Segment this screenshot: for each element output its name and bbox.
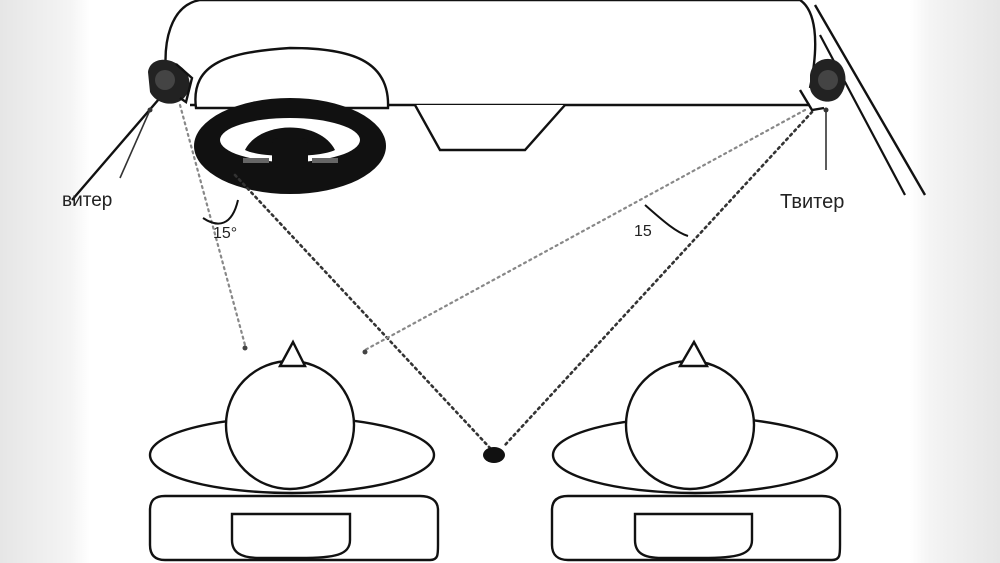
- left-leader-dot: [147, 107, 153, 113]
- left-tweeter-line-to-left-seat: [178, 103, 247, 347]
- left-tweeter-line-to-focus: [233, 173, 492, 450]
- right-leader-dot: [823, 107, 829, 113]
- right-tweeter-line-to-focus: [503, 110, 814, 447]
- right-listener-person-head-icon: [550, 339, 842, 562]
- right-tweeter-line-to-left-seat: [363, 108, 807, 352]
- right-angle-arc: [644, 204, 689, 237]
- focus-point-dot-icon: [483, 447, 505, 463]
- left-aim-point: [242, 345, 248, 351]
- instrument-cluster-hood: [194, 46, 390, 110]
- right-a-pillar-inner: [819, 34, 906, 196]
- center-console: [413, 104, 566, 152]
- left-angle-arc: [202, 199, 239, 225]
- left-tweeter-label: витер: [62, 190, 112, 211]
- steering-wheel-icon: [194, 98, 386, 194]
- right-tweeter-speaker-icon: [798, 58, 846, 112]
- left-tweeter-speaker-icon: [148, 59, 194, 104]
- right-a-pillar-outer: [813, 4, 927, 196]
- dashboard-top-outline: [164, 0, 817, 89]
- right-angle-label: 15: [634, 223, 652, 240]
- left-listener-person-head-icon: [148, 339, 440, 562]
- right-aim-point: [362, 349, 368, 355]
- right-tweeter-label: Твитер: [780, 191, 844, 213]
- left-tweeter-leader: [119, 109, 151, 179]
- left-angle-label: 15°: [213, 225, 237, 242]
